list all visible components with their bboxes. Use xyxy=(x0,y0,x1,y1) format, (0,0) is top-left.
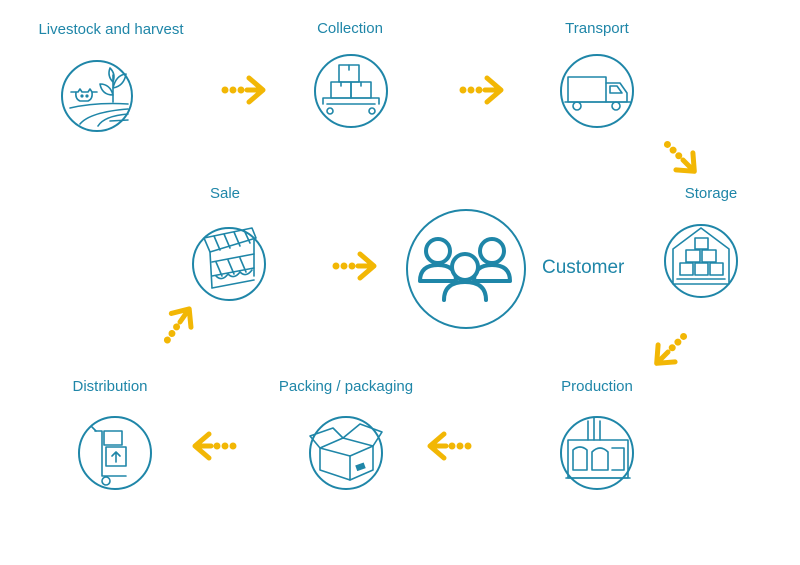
node-label-collection: Collection xyxy=(317,20,383,37)
node-circle-collection xyxy=(314,54,388,128)
factory-icon xyxy=(565,417,631,479)
arrow-production-to-packing xyxy=(430,434,471,458)
arrow-livestock-to-collection xyxy=(222,78,263,102)
truck-icon xyxy=(564,76,631,111)
warehouse-icon xyxy=(672,227,730,285)
node-label-storage: Storage xyxy=(684,185,738,202)
node-circle-livestock xyxy=(61,60,133,132)
node-circle-transport xyxy=(560,54,634,128)
boxes-cart-icon xyxy=(322,64,380,115)
arrow-sale-to-customer xyxy=(333,254,374,278)
node-label-transport: Transport xyxy=(565,20,629,37)
arrow-packing-to-distribution xyxy=(195,434,236,458)
node-circle-sale xyxy=(192,227,266,301)
node-circle-customer xyxy=(406,209,526,329)
arrow-collection-to-transport xyxy=(460,78,501,102)
node-label-sale: Sale xyxy=(209,185,241,202)
node-circle-production xyxy=(560,416,634,490)
arrow-transport-to-storage xyxy=(657,134,703,180)
node-circle-packing xyxy=(309,416,383,490)
open-box-icon xyxy=(309,423,383,481)
arrow-distribution-to-sale xyxy=(156,302,199,349)
hand-truck-icon xyxy=(91,426,127,486)
customers-group-icon xyxy=(418,237,512,302)
node-label-livestock: Livestock and harvest xyxy=(38,21,184,38)
node-label-packing: Packing / packaging xyxy=(278,378,414,395)
node-label-production: Production xyxy=(561,378,633,395)
market-stall-icon xyxy=(203,227,257,289)
node-label-distribution: Distribution xyxy=(72,378,148,395)
livestock-harvest-icon xyxy=(69,67,129,127)
node-circle-distribution xyxy=(78,416,152,490)
node-circle-storage xyxy=(664,224,738,298)
center-label-customer: Customer xyxy=(542,257,625,278)
arrow-storage-to-production xyxy=(648,326,694,372)
